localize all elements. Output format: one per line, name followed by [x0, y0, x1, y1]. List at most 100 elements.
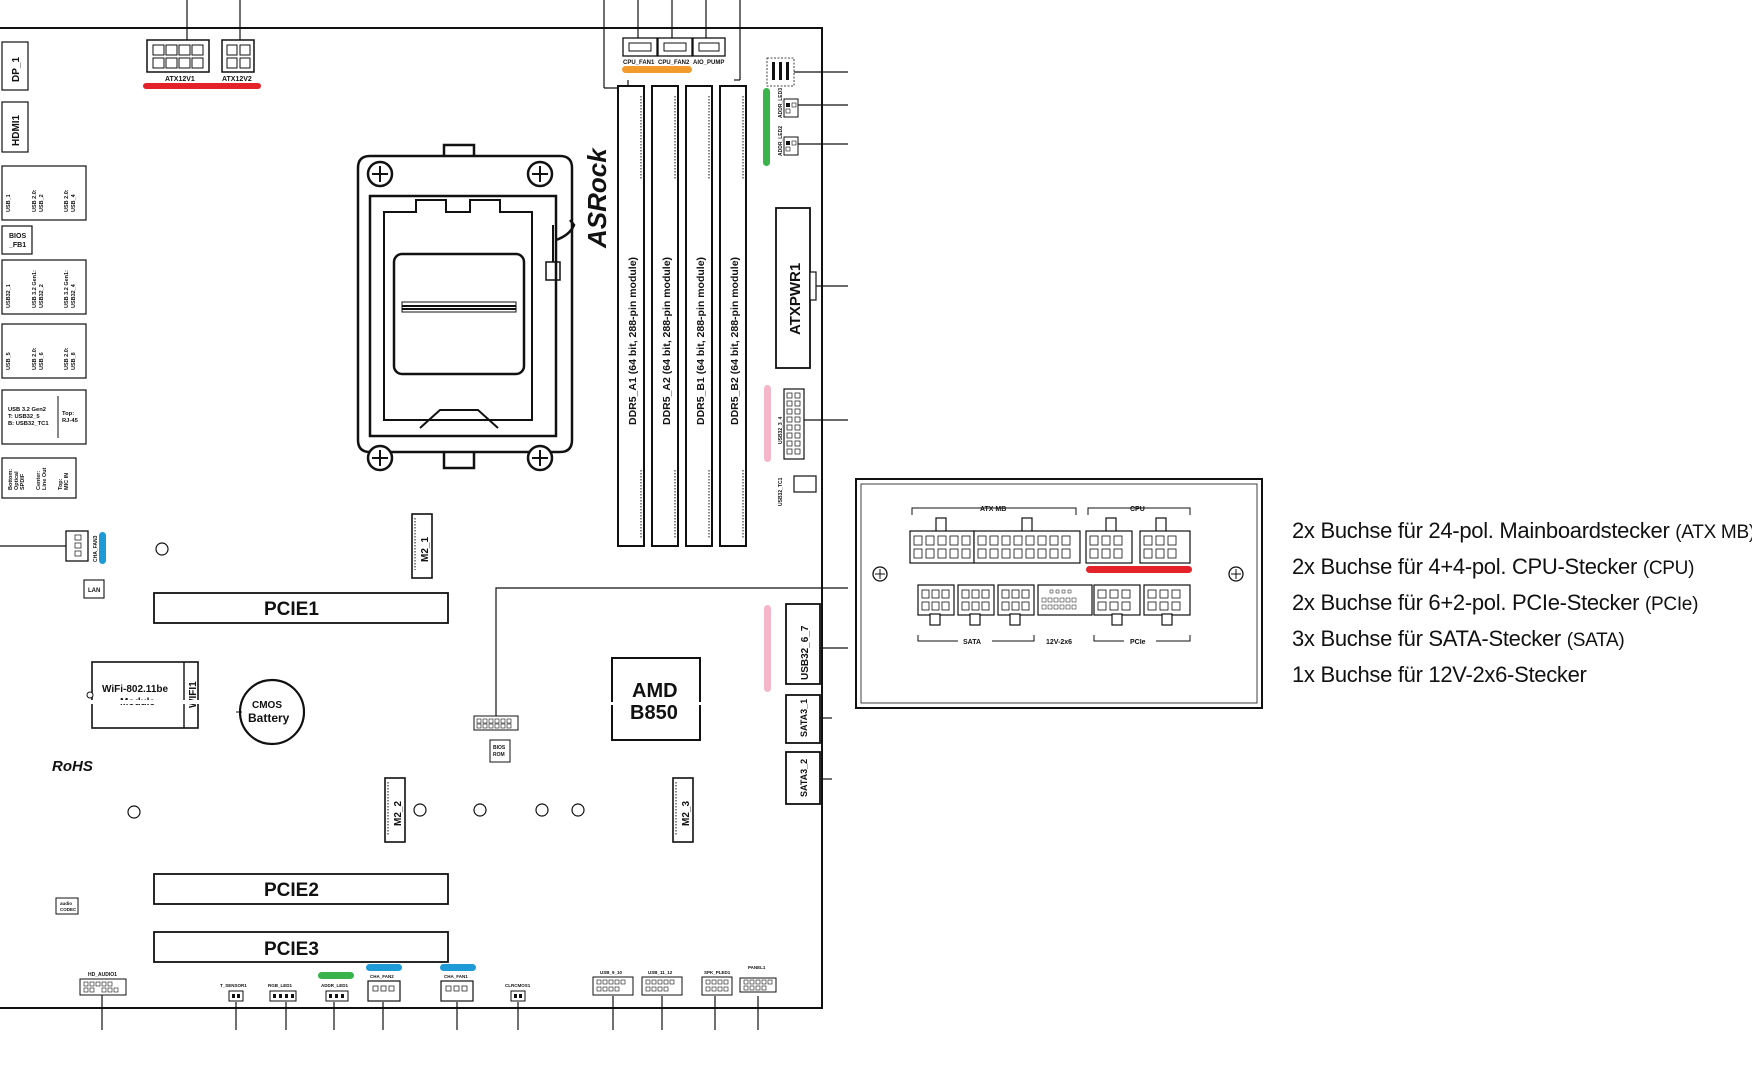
audio-codec-chip: audio CODEC: [55, 897, 79, 915]
usb32-3-4-header: USB32_3_4: [778, 388, 848, 460]
wifi-label-line1: WiFi-802.11be: [102, 684, 168, 695]
highlight-red-atx12v: [143, 83, 261, 89]
cpu-fan2-header: CPU_FAN2: [657, 37, 693, 66]
t-sensor1-header: T_SENSOR1: [220, 983, 247, 1002]
mounting-holes: [127, 803, 585, 819]
highlight-blue-cha-fan3: [99, 532, 106, 564]
cpu-fan1-header: CPU_FAN1: [622, 37, 658, 66]
svg-text:USB_9_10: USB_9_10: [600, 970, 623, 975]
svg-text:RGB_LED1: RGB_LED1: [268, 983, 293, 988]
bios-header: BIOS ROM: [473, 587, 848, 763]
cha-fan3-header: CHA_FAN3: [0, 530, 99, 562]
m2-2-label: M2_2: [393, 801, 404, 826]
cha-fan3-label: CHA_FAN3: [93, 535, 99, 562]
rohs-mark: RoHS: [52, 758, 93, 775]
bottom-headers: [101, 995, 759, 1030]
svg-text:ADDR_LED1: ADDR_LED1: [321, 983, 349, 988]
pcie2-label: PCIE2: [264, 880, 319, 901]
legend-item-pcie: 2x Buchse für 6+2-pol. PCIe-Stecker (PCI…: [1292, 590, 1699, 615]
cha-fan2-header: CHA_FAN2: [367, 974, 401, 1002]
connector-legend: 2x Buchse für 24-pol. Mainboardstecker (…: [1292, 514, 1752, 694]
svg-text:ROM: ROM: [493, 752, 505, 758]
dimm-slots: DDR5_A1 (64 bit, 288-pin module) DDR5_A2…: [617, 85, 747, 547]
addr-led3-label: ADDR_LED3: [778, 88, 784, 118]
highlight-red-psu-cpu: [1086, 566, 1192, 573]
highlight-green-addr-led1: [318, 972, 354, 979]
svg-text:USB_1: USB_1: [6, 194, 12, 212]
svg-text:USB 2.0:: USB 2.0:: [32, 189, 38, 212]
highlight-pink-usb32-6-7: [764, 605, 771, 692]
svg-text:SPK_PLED1: SPK_PLED1: [704, 970, 731, 975]
psu-12v-2x6-label: 12V-2x6: [1046, 639, 1072, 646]
legend-item-cpu: 2x Buchse für 4+4-pol. CPU-Stecker (CPU): [1292, 554, 1695, 579]
svg-text:Bottom:: Bottom:: [8, 469, 14, 490]
psu-cpu-label: CPU: [1130, 506, 1145, 513]
cpu-socket: [356, 143, 576, 472]
usb-block-3: USB_5 USB 2.0: USB_6 USB 2.0: USB_8: [6, 347, 77, 370]
svg-text:CHA_FAN2: CHA_FAN2: [370, 974, 394, 979]
usb-block-2: USB32_1 USB 3.2 Gen1: USB32_2 USB 3.2 Ge…: [6, 270, 77, 308]
pcie3-label: PCIE3: [264, 939, 319, 960]
svg-text:USB_4: USB_4: [71, 193, 77, 212]
svg-text:USB 2.0:: USB 2.0:: [64, 347, 70, 370]
svg-text:USB32_4: USB32_4: [71, 283, 77, 308]
atxpwr1-connector: ATXPWR1: [775, 207, 848, 369]
addr-led3-header: ADDR_LED3: [778, 88, 848, 118]
psu-sata-label: SATA: [963, 639, 981, 646]
usb32-tc1-label: USB32_TC1: [778, 477, 784, 506]
aio-pump-header: AIO_PUMP: [692, 37, 726, 66]
bios-fb-label: BIOS: [9, 233, 26, 240]
rgb-led1-header: RGB_LED1: [268, 983, 297, 1002]
highlight-blue-cha-fan2: [366, 964, 402, 971]
svg-text:USB32_1: USB32_1: [6, 284, 12, 308]
svg-text:SPDIF: SPDIF: [20, 473, 26, 490]
svg-text:audio: audio: [60, 901, 72, 906]
highlight-blue-cha-fan1: [440, 964, 476, 971]
wifi-slot-label: WIFI1: [188, 681, 199, 708]
highlight-orange-cpu-fans: [622, 66, 692, 73]
svg-text:Optical: Optical: [14, 471, 20, 490]
hdmi-port-label: HDMI1: [11, 114, 22, 146]
m2-1-slot: M2_1: [411, 513, 433, 579]
audio-jack-block: Bottom: Optical SPDIF Center: Line Out T…: [8, 468, 70, 490]
legend-item-12v-2x6: 1x Buchse für 12V-2x6-Stecker: [1292, 662, 1587, 687]
psu-pcie-label: PCIe: [1130, 639, 1146, 646]
led-indicator-block: [766, 57, 848, 87]
svg-text:USB_2: USB_2: [39, 194, 45, 212]
asrock-logo: ASRock: [582, 147, 612, 249]
cmos-battery: CMOS Battery: [236, 678, 306, 746]
svg-text:PANEL1: PANEL1: [748, 965, 766, 970]
sata3-1-connector: SATA3_1: [785, 694, 832, 744]
addr-led1-header: ADDR_LED1: [321, 983, 349, 1002]
svg-text:Top:: Top:: [58, 478, 64, 490]
atxpwr1-label: ATXPWR1: [787, 263, 804, 335]
svg-text:USB 2.0:: USB 2.0:: [32, 347, 38, 370]
highlight-green-addr-led: [763, 88, 770, 166]
dimm-b2-label: DDR5_B2 (64 bit, 288-pin module): [729, 257, 741, 425]
svg-text:B: USB32_TC1: B: USB32_TC1: [8, 421, 49, 427]
usb32-3-4-label: USB32_3_4: [778, 417, 784, 444]
svg-text:USB 3.2 Gen1:: USB 3.2 Gen1:: [32, 270, 38, 308]
addr-led2-header: ADDR_LED2: [778, 126, 848, 156]
svg-text:CODEC: CODEC: [60, 907, 77, 912]
panel1-header: PANEL1: [739, 965, 777, 993]
legend-item-sata: 3x Buchse für SATA-Stecker (SATA): [1292, 626, 1625, 651]
usb32-6-7-label: USB32_6_7: [800, 625, 811, 680]
hd-audio1-header: HD_AUDIO1: [79, 972, 127, 996]
svg-text:T: USB32_5: T: USB32_5: [8, 414, 40, 420]
pcie3-slot: PCIE3: [153, 931, 449, 963]
dimm-a2-label: DDR5_A2 (64 bit, 288-pin module): [661, 257, 673, 425]
psu-atx-mb-label: ATX MB: [980, 506, 1006, 513]
dimm-a1-label: DDR5_A1 (64 bit, 288-pin module): [627, 257, 639, 425]
wifi-module: WiFi-802.11be Module WIFI1: [86, 661, 199, 729]
spk-pled1-header: SPK_PLED1: [701, 970, 733, 996]
svg-text:HD_AUDIO1: HD_AUDIO1: [88, 972, 117, 978]
board-outline: [0, 27, 823, 1009]
aio-pump-label: AIO_PUMP: [693, 60, 724, 66]
atx12v1-connector: ATX12V1: [146, 0, 210, 83]
rear-io: DP_1 HDMI1 USB_1 USB 2.0: USB_2 USB 2.0:…: [1, 41, 87, 499]
svg-text:Top:: Top:: [62, 411, 74, 417]
m2-3-slot: M2_3: [672, 777, 694, 843]
pcie1-slot: PCIE1: [153, 592, 449, 624]
atx12v1-label: ATX12V1: [165, 76, 195, 83]
